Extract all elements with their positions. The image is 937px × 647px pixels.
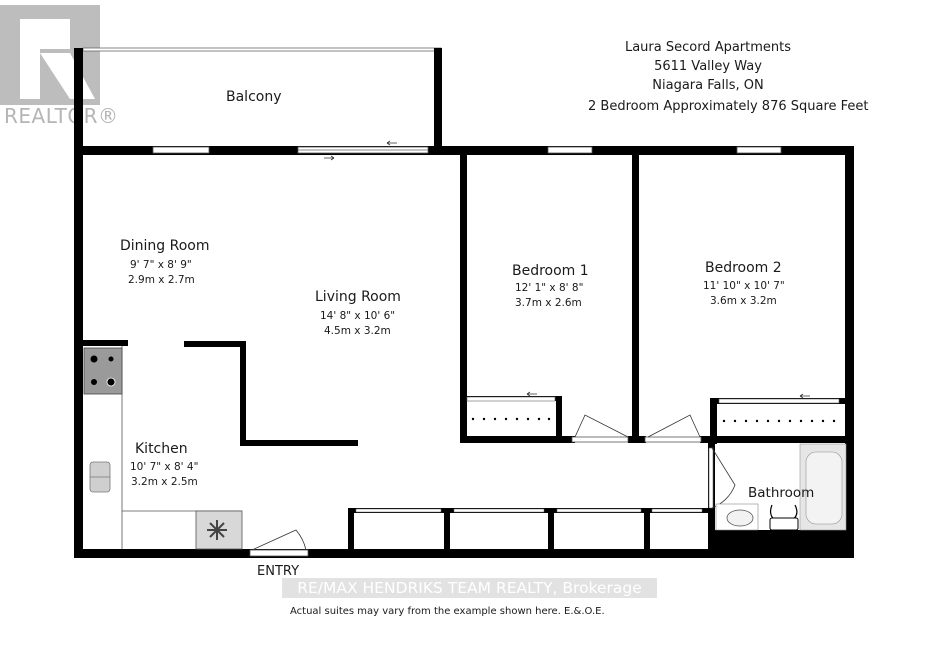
room-bedroom2-metric: 3.6m x 3.2m — [710, 295, 777, 307]
room-living-label: Living Room — [315, 289, 401, 305]
room-bathroom-label: Bathroom — [748, 485, 815, 501]
room-kitchen-imperial: 10' 7" x 8' 4" — [130, 461, 199, 473]
city: Niagara Falls, ON — [652, 78, 764, 93]
entry-label: ENTRY — [257, 564, 300, 579]
room-bedroom1-metric: 3.7m x 2.6m — [515, 297, 582, 309]
room-living-metric: 4.5m x 3.2m — [324, 325, 391, 337]
room-kitchen-metric: 3.2m x 2.5m — [131, 476, 198, 488]
room-bedroom1-imperial: 12' 1" x 8' 8" — [515, 282, 584, 294]
brokerage-watermark: RE/MAX HENDRIKS TEAM REALTY, Brokerage — [282, 578, 657, 598]
room-kitchen-label: Kitchen — [135, 441, 188, 457]
room-balcony-label: Balcony — [226, 89, 282, 105]
street-address: 5611 Valley Way — [654, 59, 762, 74]
room-bedroom2-imperial: 11' 10" x 10' 7" — [703, 280, 785, 292]
disclaimer-text: Actual suites may vary from the example … — [290, 606, 605, 617]
room-bedroom2-label: Bedroom 2 — [705, 260, 782, 276]
room-bedroom1-label: Bedroom 1 — [512, 263, 589, 279]
unit-summary: 2 Bedroom Approximately 876 Square Feet — [588, 99, 869, 114]
room-living-imperial: 14' 8" x 10' 6" — [320, 310, 396, 322]
room-dining-imperial: 9' 7" x 8' 9" — [130, 259, 192, 271]
room-dining-label: Dining Room — [120, 238, 210, 254]
building-name: Laura Secord Apartments — [624, 40, 792, 55]
realtor-logo-text: REALTOR® — [4, 104, 119, 128]
room-dining-metric: 2.9m x 2.7m — [128, 274, 195, 286]
